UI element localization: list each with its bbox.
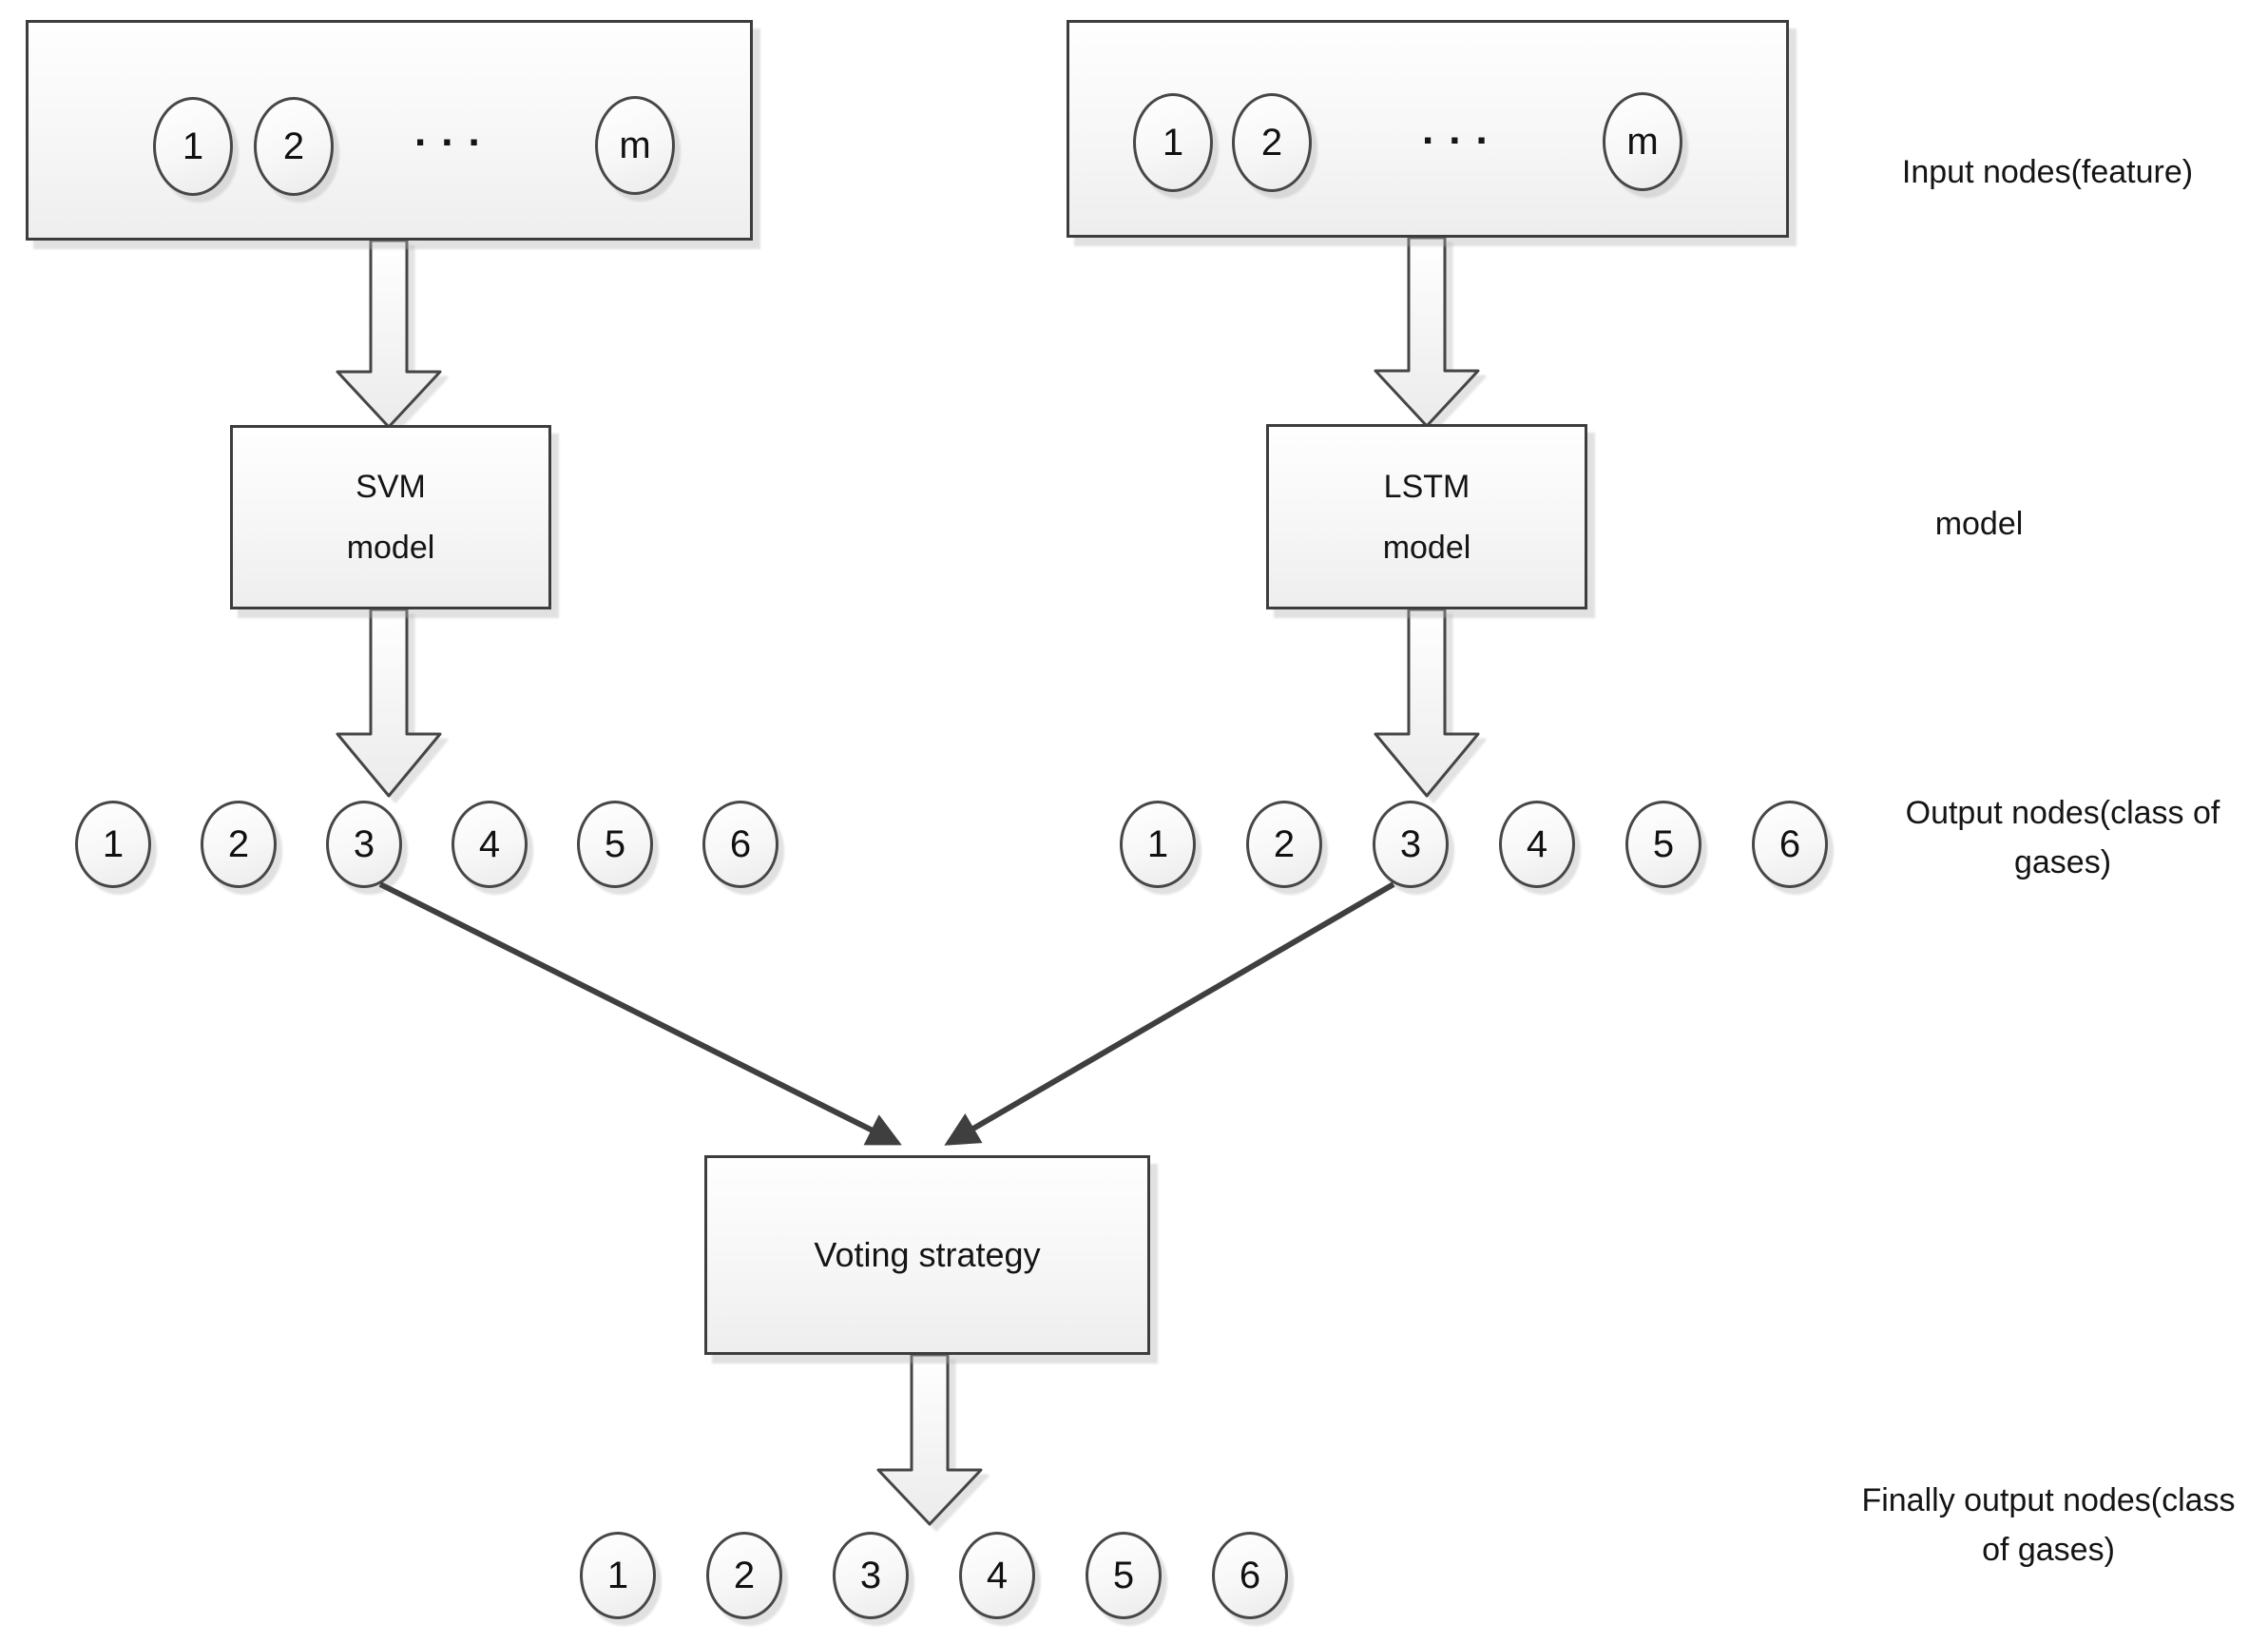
annotation-input-nodes: Input nodes(feature): [1901, 154, 2194, 190]
node-label: 1: [102, 822, 125, 865]
annotation-output-line2: gases): [2013, 844, 2112, 880]
lstm-label-line1: LSTM: [1383, 468, 1470, 505]
node-label: 1: [1146, 822, 1169, 865]
node-label: 6: [1239, 1554, 1261, 1596]
annotation-final-line1: Finally output nodes(class: [1861, 1482, 2236, 1518]
final-node-5: 5: [1086, 1532, 1162, 1619]
output-left-node-2: 2: [201, 801, 277, 888]
node-label: 2: [1273, 822, 1296, 865]
node-label: 4: [986, 1554, 1009, 1596]
svm-model-box: SVM model: [230, 425, 551, 609]
node-label: 3: [1399, 822, 1422, 865]
output-left-node-1: 1: [75, 801, 151, 888]
node-label: 6: [1778, 822, 1801, 865]
annotation-model: model: [1934, 506, 2024, 542]
final-node-1: 1: [580, 1532, 656, 1619]
node-label: m: [1626, 120, 1659, 163]
node-label: 1: [1162, 121, 1184, 164]
final-node-4: 4: [959, 1532, 1035, 1619]
output-left-node-3: 3: [326, 801, 402, 888]
block-arrow-inputright-to-lstm: [1374, 236, 1480, 428]
output-left-node-4: 4: [452, 801, 528, 888]
svm-label-line2: model: [346, 530, 435, 566]
input-node-2: 2: [1232, 93, 1312, 192]
lstm-label-line2: model: [1382, 529, 1471, 566]
final-node-2: 2: [706, 1532, 782, 1619]
output-right-node-5: 5: [1625, 801, 1701, 888]
lstm-model-label: LSTM model: [1269, 456, 1585, 578]
node-label: 1: [606, 1554, 629, 1596]
final-node-6: 6: [1212, 1532, 1288, 1619]
voting-strategy-label: Voting strategy: [814, 1235, 1041, 1274]
node-label: 3: [353, 822, 375, 865]
output-right-node-4: 4: [1499, 801, 1575, 888]
arrow-leftoutput-to-voting: [378, 881, 902, 1146]
input-node-2: 2: [254, 97, 334, 196]
node-label: 6: [729, 822, 752, 865]
final-node-3: 3: [833, 1532, 909, 1619]
lstm-model-box: LSTM model: [1266, 424, 1587, 609]
arrow-rightoutput-to-voting: [944, 881, 1395, 1146]
node-label: 2: [1260, 121, 1283, 164]
input-node-m: m: [595, 96, 675, 195]
node-label: 4: [1526, 822, 1548, 865]
output-right-node-3: 3: [1373, 801, 1449, 888]
node-label: 5: [604, 822, 626, 865]
svm-model-label: SVM model: [233, 456, 548, 578]
output-right-node-1: 1: [1120, 801, 1196, 888]
node-label: 2: [282, 125, 305, 167]
output-right-node-2: 2: [1246, 801, 1322, 888]
node-label: 2: [733, 1554, 756, 1596]
voting-strategy-box: Voting strategy: [704, 1155, 1150, 1355]
annotation-final-output-nodes: Finally output nodes(class of gases): [1835, 1476, 2262, 1575]
input-node-1: 1: [1133, 93, 1213, 192]
block-arrow-inputleft-to-svm: [336, 239, 442, 429]
node-label: 1: [182, 125, 204, 167]
annotation-output-nodes: Output nodes(class of gases): [1858, 788, 2267, 887]
output-left-node-6: 6: [702, 801, 778, 888]
node-label: m: [619, 124, 651, 166]
annotation-final-line2: of gases): [1982, 1532, 2115, 1568]
node-label: 3: [859, 1554, 882, 1596]
input-node-m: m: [1603, 92, 1682, 191]
node-label: 5: [1652, 822, 1675, 865]
block-arrow-voting-to-final: [876, 1353, 983, 1526]
node-label: 5: [1112, 1554, 1135, 1596]
node-label: 4: [478, 822, 501, 865]
output-right-node-6: 6: [1752, 801, 1828, 888]
ellipsis-dots: ...: [414, 108, 495, 155]
annotation-output-line1: Output nodes(class of: [1905, 795, 2220, 831]
input-node-1: 1: [153, 97, 233, 196]
input-box-left: 1 2 ... m: [26, 20, 753, 241]
svm-label-line1: SVM: [356, 469, 426, 505]
input-box-right: 1 2 ... m: [1067, 20, 1789, 238]
block-arrow-svm-to-outputs: [336, 608, 442, 798]
ellipsis-dots: ...: [1422, 106, 1503, 153]
node-label: 2: [227, 822, 250, 865]
block-arrow-lstm-to-outputs: [1374, 608, 1480, 798]
output-left-node-5: 5: [577, 801, 653, 888]
